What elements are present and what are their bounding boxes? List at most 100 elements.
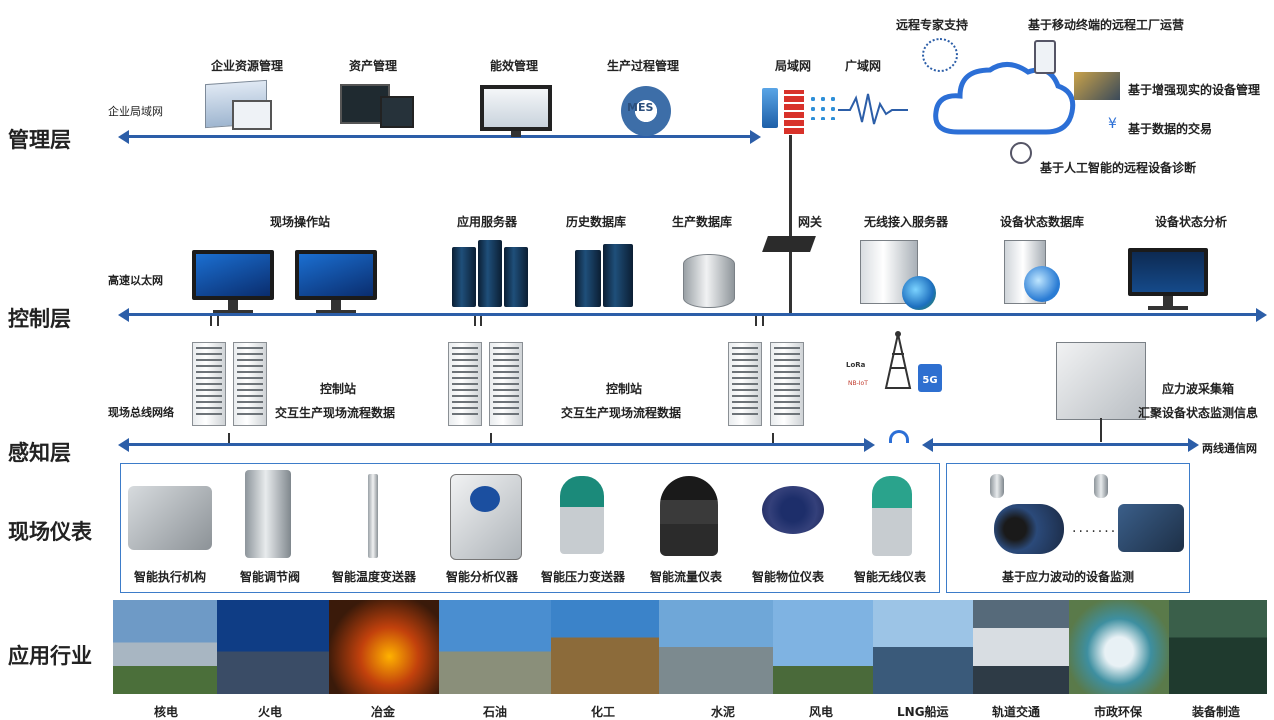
status-analysis-label: 设备状态分析 bbox=[1155, 215, 1228, 229]
nbiot-label: NB-IoT bbox=[848, 380, 868, 387]
gateway-label: 网关 bbox=[798, 215, 823, 229]
history-db-icon-1 bbox=[575, 250, 601, 307]
industry-label-equipment: 装备制造 bbox=[1192, 705, 1241, 719]
app-server-icon-1 bbox=[452, 247, 476, 307]
flowmeter-icon bbox=[660, 476, 718, 556]
instrument-label-valve: 智能调节阀 bbox=[240, 570, 301, 584]
instrument-label-temperature: 智能温度变送器 bbox=[332, 570, 417, 584]
app-server-label: 应用服务器 bbox=[457, 215, 518, 229]
process-management-label: 生产过程管理 bbox=[607, 59, 680, 73]
industry-label-rail: 轨道交通 bbox=[992, 705, 1041, 719]
industry-photo-metallurgy bbox=[329, 600, 439, 694]
control-bus-left-arrow bbox=[118, 308, 129, 322]
wifi-icon bbox=[889, 430, 909, 443]
control-cabinet-4 bbox=[489, 342, 523, 426]
mobile-operation-label: 基于移动终端的远程工厂运营 bbox=[1028, 18, 1185, 32]
mes-label: MES bbox=[627, 101, 654, 114]
dots-connector: ······· bbox=[1072, 524, 1118, 540]
industry-label-cement: 水泥 bbox=[711, 705, 736, 719]
industry-label-nuclear: 核电 bbox=[154, 705, 179, 719]
industry-label-lng: LNG船运 bbox=[897, 705, 949, 719]
instrument-label-level: 智能物位仪表 bbox=[752, 570, 825, 584]
actuator-icon bbox=[128, 486, 212, 550]
fieldbus-label: 现场总线网络 bbox=[108, 406, 174, 419]
operator-monitor-1 bbox=[192, 250, 274, 314]
industry-label-petroleum: 石油 bbox=[483, 705, 508, 719]
wireless-server-label: 无线接入服务器 bbox=[864, 215, 949, 229]
gateway-vertical-link bbox=[789, 135, 792, 313]
control-station-1-desc: 交互生产现场流程数据 bbox=[275, 406, 396, 420]
operator-monitor-2 bbox=[295, 250, 377, 314]
two-wire-label: 两线通信网 bbox=[1202, 442, 1257, 455]
control-cabinet-6 bbox=[770, 342, 804, 426]
industry-photo-thermal bbox=[217, 600, 329, 694]
industry-photo-nuclear bbox=[113, 600, 217, 694]
firewall-icon bbox=[784, 90, 804, 134]
ar-management-label: 基于增强现实的设备管理 bbox=[1128, 83, 1261, 97]
fieldbus-right-arrow bbox=[864, 438, 875, 452]
industry-label-thermal: 火电 bbox=[258, 705, 283, 719]
status-analysis-monitor bbox=[1128, 248, 1208, 310]
app-server-icon-3 bbox=[504, 247, 528, 307]
two-wire-right-arrow bbox=[1188, 438, 1199, 452]
bus-connector bbox=[772, 433, 774, 443]
bus-connector bbox=[474, 316, 476, 326]
wan-signal-icon bbox=[838, 93, 908, 125]
sensor-icon-1 bbox=[990, 474, 1004, 498]
remote-expert-label: 远程专家支持 bbox=[896, 18, 969, 32]
layer-control-title: 控制层 bbox=[8, 307, 71, 331]
collector-link bbox=[1100, 418, 1102, 442]
asset-management-label: 资产管理 bbox=[349, 59, 398, 73]
control-bus-right-arrow bbox=[1256, 308, 1267, 322]
instrument-panel bbox=[120, 463, 940, 593]
ethernet-label: 高速以太网 bbox=[108, 274, 163, 287]
industry-photo-cement bbox=[659, 600, 773, 694]
industry-photo-equipment bbox=[1169, 600, 1267, 694]
bus-connector bbox=[210, 316, 212, 326]
erp-label: 企业资源管理 bbox=[211, 59, 284, 73]
two-wire-left-arrow bbox=[922, 438, 933, 452]
globe-icon bbox=[902, 276, 936, 310]
monitoring-panel bbox=[946, 463, 1190, 593]
collector-title: 应力波采集箱 bbox=[1162, 382, 1235, 396]
monitoring-label: 基于应力波动的设备监测 bbox=[1002, 570, 1135, 584]
level-meter-icon bbox=[762, 486, 824, 534]
asset-tablet-icon bbox=[380, 96, 414, 128]
control-cabinet-2 bbox=[233, 342, 267, 426]
fieldbus-bus bbox=[128, 443, 864, 446]
yuan-icon: ¥ bbox=[1108, 116, 1117, 132]
industry-label-chemical: 化工 bbox=[591, 705, 616, 719]
control-station-2-desc: 交互生产现场流程数据 bbox=[561, 406, 682, 420]
fieldbus-left-arrow bbox=[118, 438, 129, 452]
status-db-globe-icon bbox=[1024, 266, 1060, 302]
lora-label: LoRa bbox=[846, 361, 866, 369]
layer-industry-title: 应用行业 bbox=[8, 644, 92, 668]
app-server-icon-2 bbox=[478, 240, 502, 307]
wireless-instrument-icon bbox=[872, 476, 912, 556]
control-valve-icon bbox=[245, 470, 291, 558]
gearbox-icon bbox=[1118, 504, 1184, 552]
gateway-device-icon bbox=[762, 236, 816, 252]
enterprise-lan-label: 企业局域网 bbox=[108, 105, 163, 118]
expert-network-icon bbox=[922, 38, 958, 72]
industry-label-wind: 风电 bbox=[809, 705, 834, 719]
production-db-icon bbox=[683, 254, 735, 308]
erp-monitor-icon bbox=[232, 100, 272, 130]
motor-icon bbox=[994, 504, 1064, 554]
bus-connector bbox=[228, 433, 230, 443]
cloud-icon bbox=[933, 62, 1076, 135]
history-db-icon-2 bbox=[603, 244, 633, 307]
industry-photo-lng bbox=[873, 600, 973, 694]
two-wire-bus bbox=[932, 443, 1188, 446]
industry-photo-petroleum bbox=[439, 600, 551, 694]
control-station-1-title: 控制站 bbox=[320, 382, 357, 396]
pressure-transmitter-icon bbox=[560, 476, 604, 554]
instrument-label-actuator: 智能执行机构 bbox=[134, 570, 207, 584]
5g-badge: 5G bbox=[918, 364, 942, 392]
instrument-label-analyzer: 智能分析仪器 bbox=[446, 570, 519, 584]
status-db-label: 设备状态数据库 bbox=[1000, 215, 1085, 229]
bus-connector bbox=[490, 433, 492, 443]
ai-diagnosis-icon bbox=[1010, 142, 1032, 164]
industry-label-municipal: 市政环保 bbox=[1094, 705, 1143, 719]
collector-desc: 汇聚设备状态监测信息 bbox=[1138, 406, 1259, 420]
